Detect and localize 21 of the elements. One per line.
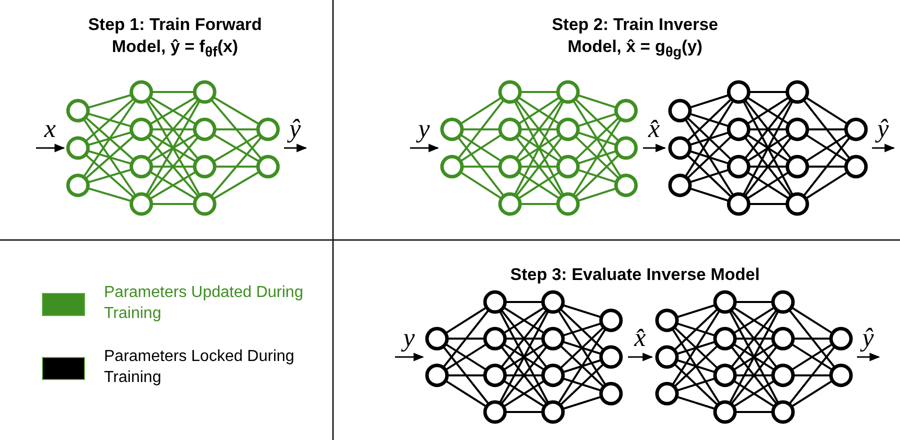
- legend-text: Parameters Updated During Training: [104, 283, 304, 324]
- neural-network-drawing: [440, 80, 638, 216]
- legend-text: Parameters Locked During Training: [104, 347, 296, 388]
- step-title: Step 3: Evaluate Inverse Model: [509, 264, 761, 286]
- variable-label: ŷ: [288, 116, 302, 142]
- arrow: [628, 352, 654, 362]
- variable-label: ŷ: [876, 116, 890, 142]
- arrow: [643, 144, 666, 152]
- arrow: [395, 352, 424, 362]
- arrow: [284, 144, 308, 152]
- arrow: [872, 144, 896, 152]
- arrow: [857, 352, 880, 362]
- arrow: [410, 144, 440, 152]
- neural-network-drawing: [66, 80, 280, 216]
- step-title: Step 1: Train Forward Model, ŷ = f$_{θf}$(x): [87, 14, 263, 62]
- neural-network-drawing: [655, 290, 853, 424]
- neural-network-drawing: [425, 290, 623, 424]
- step-title: Step 2: Train Inverse Model, x̂ = g$_{θg}$(y): [550, 14, 720, 62]
- neural-network-drawing: [668, 80, 868, 216]
- variable-label: ŷ: [861, 325, 875, 351]
- arrow: [36, 144, 66, 152]
